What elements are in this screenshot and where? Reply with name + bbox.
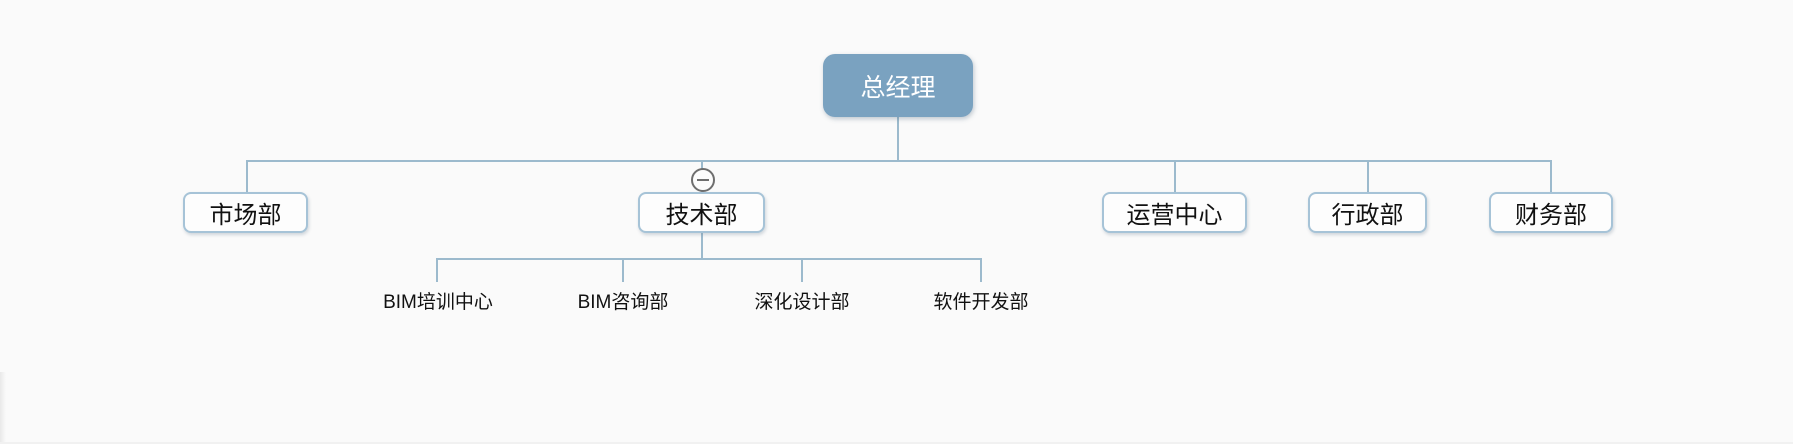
node-operations-center[interactable]: 运营中心 (1102, 192, 1247, 233)
node-finance-dept[interactable]: 财务部 (1489, 192, 1613, 233)
minus-collapse-icon[interactable] (691, 168, 715, 192)
node-technology-dept[interactable]: 技术部 (638, 192, 765, 233)
node-bim-consulting-dept[interactable]: BIM咨询部 (577, 292, 669, 313)
node-bim-training-center[interactable]: BIM培训中心 (383, 292, 493, 313)
node-administration-dept-label: 行政部 (1331, 202, 1404, 229)
node-administration-dept[interactable]: 行政部 (1308, 192, 1427, 233)
connector-drop-bim-training (436, 258, 438, 282)
node-general-manager-label: 总经理 (860, 73, 936, 102)
connector-level2-horizontal (246, 160, 1552, 162)
node-operations-center-label: 运营中心 (1126, 202, 1223, 229)
node-software-dev-dept[interactable]: 软件开发部 (933, 292, 1029, 313)
node-marketing-dept[interactable]: 市场部 (183, 192, 308, 233)
node-marketing-dept-label: 市场部 (209, 202, 282, 229)
node-technology-dept-label: 技术部 (665, 202, 738, 229)
connector-drop-bim-consulting (622, 258, 624, 282)
bottom-edge-shading (0, 442, 1793, 444)
connector-technology-vertical (701, 233, 703, 260)
node-finance-dept-label: 财务部 (1515, 202, 1587, 229)
connector-drop-software-dev (980, 258, 982, 282)
connector-level3-horizontal (436, 258, 982, 260)
left-edge-shading (0, 372, 6, 444)
connector-drop-finance (1550, 160, 1552, 192)
node-detailed-design-dept[interactable]: 深化设计部 (754, 292, 850, 313)
connector-drop-administration (1367, 160, 1369, 192)
connector-root-vertical (897, 117, 899, 162)
connector-drop-operations (1174, 160, 1176, 192)
connector-drop-detailed-design (801, 258, 803, 282)
minus-glyph (697, 179, 709, 181)
connector-drop-marketing (246, 160, 248, 192)
node-general-manager[interactable]: 总经理 (823, 54, 973, 117)
